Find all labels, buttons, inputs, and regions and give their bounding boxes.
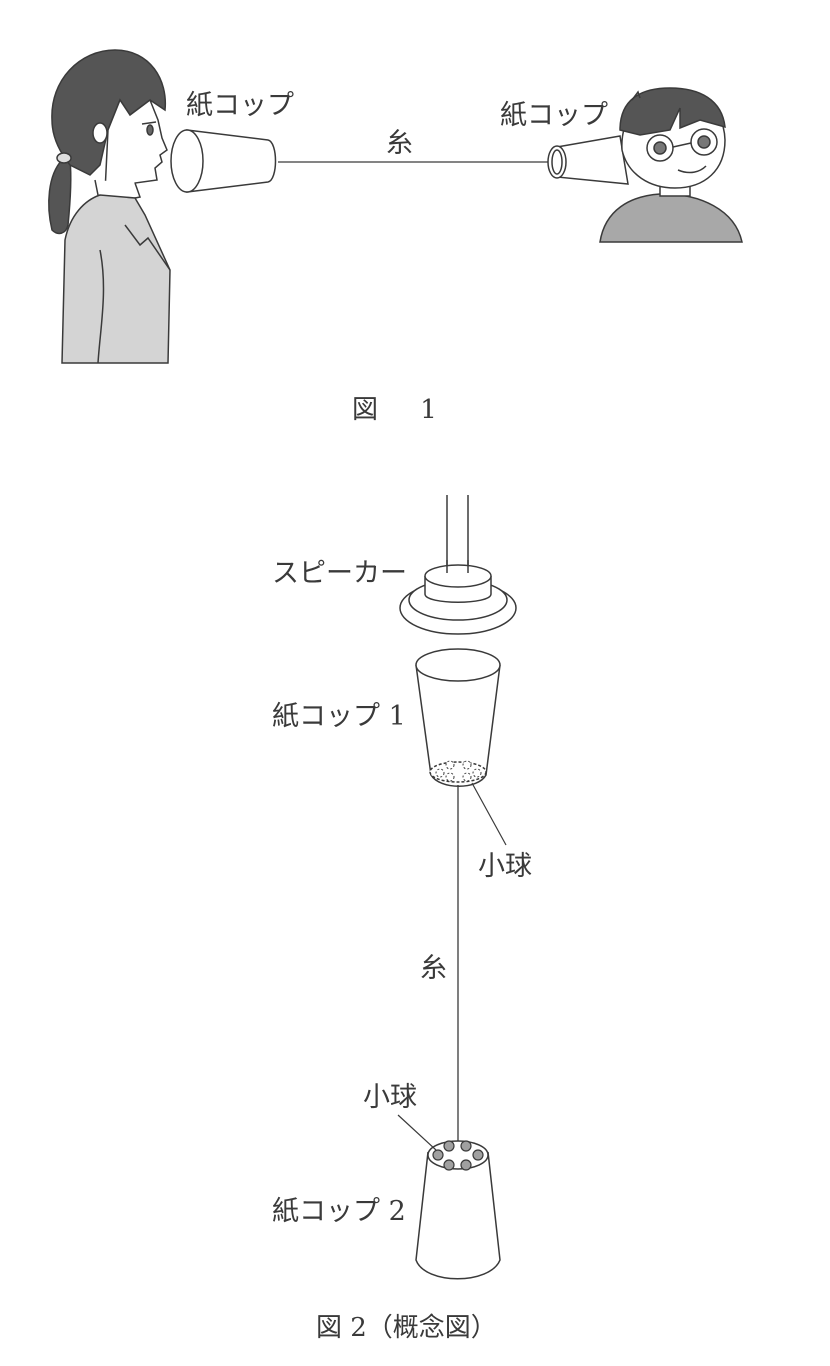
- paper-cup-1: [415, 648, 501, 787]
- speaker-icon: [399, 560, 517, 635]
- caption-number: 1: [420, 395, 437, 425]
- label-small-ball-upper: 小球: [478, 851, 532, 882]
- label-string-figure1: 糸: [386, 128, 413, 159]
- label-paper-cup-1: 紙コップ 1: [272, 701, 406, 732]
- figure-2-caption: 図 2（概念図）: [316, 1313, 497, 1343]
- boy-illustration: [599, 87, 743, 243]
- caption-prefix: 図: [352, 395, 379, 425]
- label-paper-cup-right: 紙コップ: [500, 100, 608, 131]
- label-string-figure2: 糸: [420, 953, 447, 984]
- label-paper-cup-left: 紙コップ: [186, 90, 294, 121]
- paper-cup-2: [415, 1140, 501, 1280]
- paper-cup-right: [547, 135, 629, 185]
- label-speaker: スピーカー: [272, 558, 407, 589]
- girl-illustration: [48, 49, 171, 364]
- label-small-ball-lower: 小球: [363, 1082, 417, 1113]
- label-paper-cup-2: 紙コップ 2: [272, 1196, 406, 1227]
- paper-cup-left: [170, 129, 277, 193]
- figure-1-illustration: [48, 49, 743, 364]
- small-balls: [432, 1140, 484, 1171]
- figure-1-caption: 図 1: [352, 397, 437, 423]
